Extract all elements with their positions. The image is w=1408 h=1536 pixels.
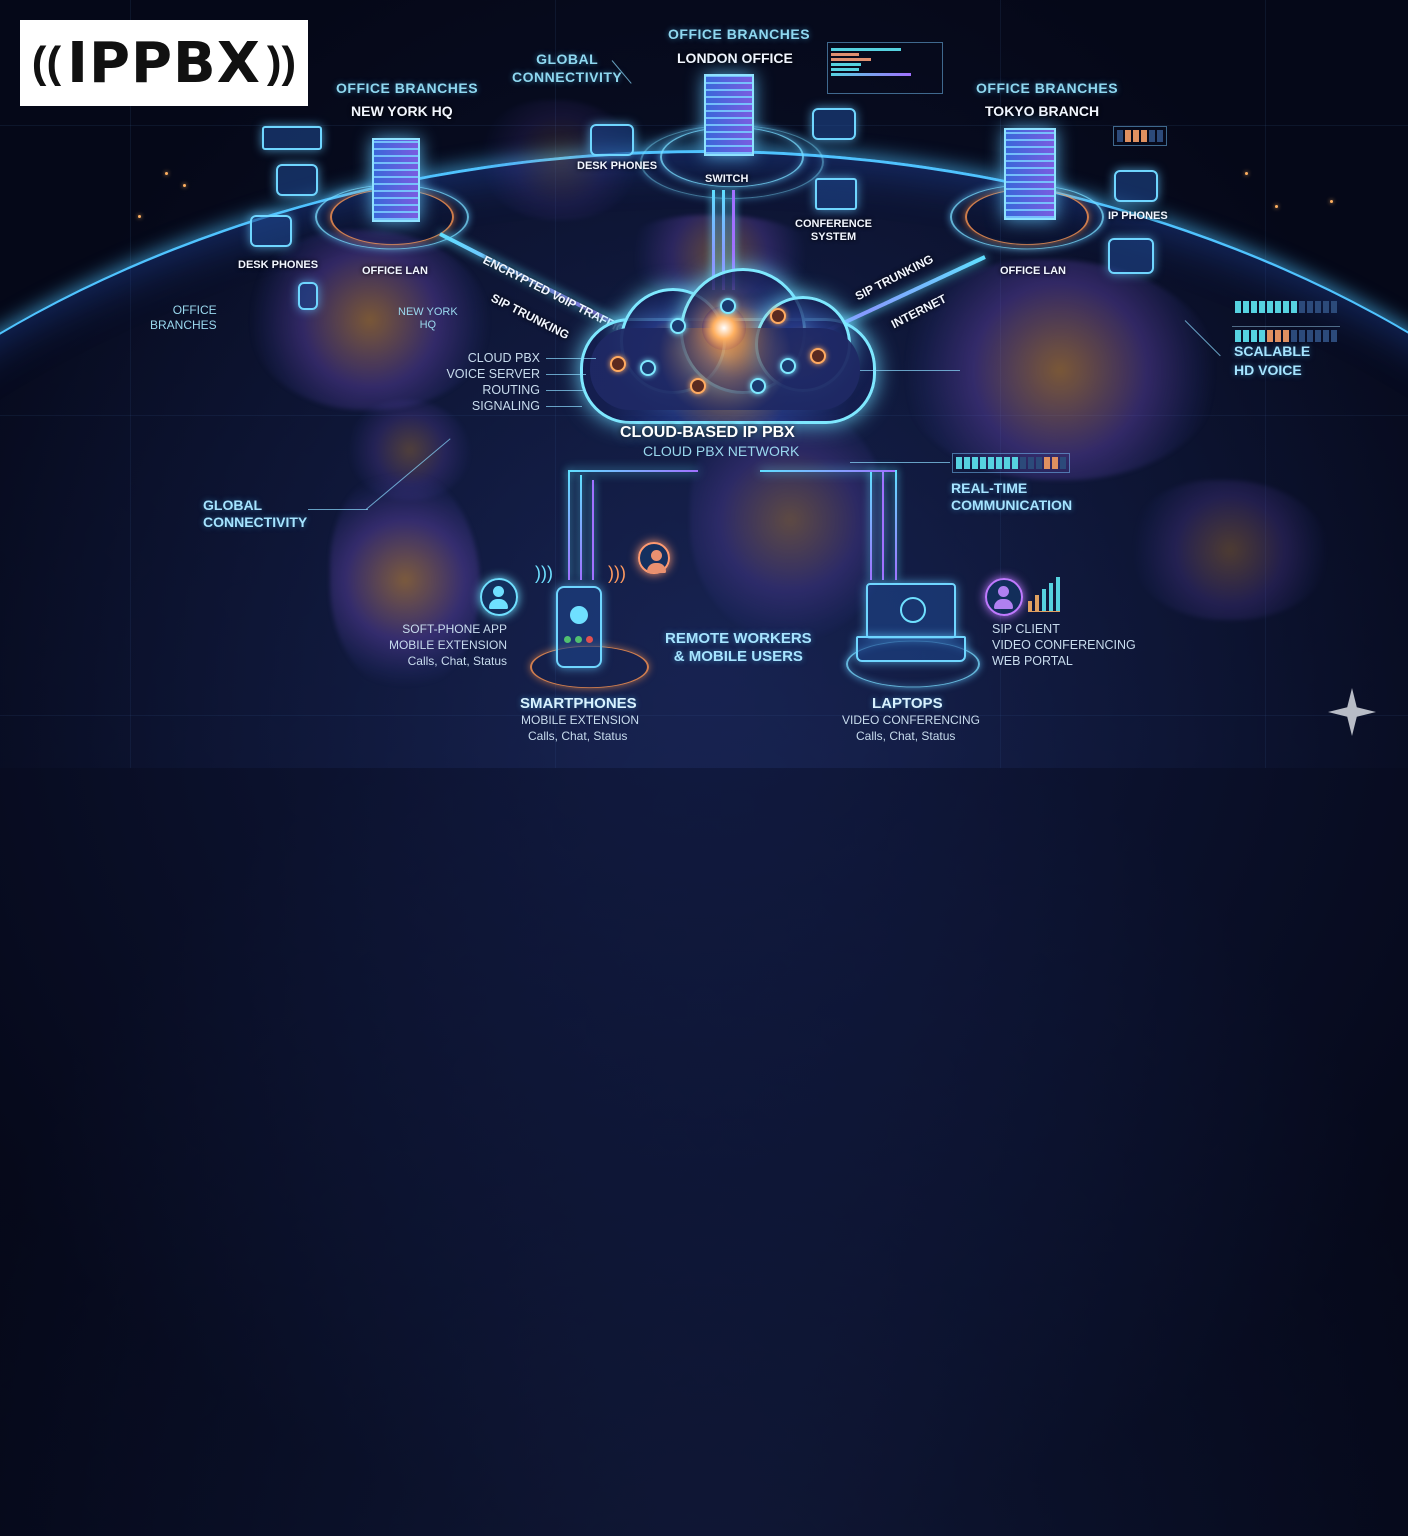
signal-bars-icon [262, 126, 322, 150]
central-america-map [350, 400, 470, 500]
cloud-subtitle: CLOUD PBX NETWORK [643, 443, 800, 459]
laptop-features-list: SIP CLIENT VIDEO CONFERENCING WEB PORTAL [992, 622, 1136, 668]
global-connectivity-label-top: GLOBAL CONNECTIVITY [512, 51, 623, 85]
laptops-title: LAPTOPS [872, 695, 943, 712]
tokyo-office-lan-label: OFFICE LAN [1000, 265, 1066, 277]
laptops-sub1: VIDEO CONFERENCING [842, 713, 981, 727]
hd-voice-meter-icon [1232, 326, 1340, 345]
south-america-map [330, 470, 480, 690]
global-connectivity-label-bottom: GLOBAL CONNECTIVITY [203, 497, 308, 530]
stats-panel [827, 42, 943, 94]
signal-meter-icon [1113, 126, 1167, 146]
smartphone-features-list: SOFT-PHONE APP MOBILE EXTENSION Calls, C… [388, 622, 507, 668]
desk-phone-icon [276, 164, 318, 196]
smartphone-icon [556, 586, 602, 668]
building-icon [704, 74, 754, 156]
cloud-features-list: CLOUD PBX VOICE SERVER ROUTING SIGNALING [446, 351, 540, 413]
greenland-map [480, 100, 640, 220]
laptop-icon [866, 583, 956, 639]
conference-screen-icon [815, 178, 857, 210]
london-header: OFFICE BRANCHES [668, 26, 811, 42]
hd-voice-label: HD VOICE [1234, 362, 1302, 378]
logo-text: IPPBX [67, 30, 261, 96]
laptops-sub2: Calls, Chat, Status [856, 729, 956, 743]
tablet-icon [298, 282, 318, 310]
ny-desk-phones-label: DESK PHONES [238, 259, 319, 271]
realtime-meter-icon [952, 453, 1070, 473]
desk-phone-icon [590, 124, 634, 156]
smartphones-title: SMARTPHONES [520, 695, 637, 712]
ny-map-label: NEW YORK HQ [398, 306, 458, 331]
cloud-pbx-icon [580, 268, 876, 424]
smartphones-sub2: Calls, Chat, Status [528, 729, 628, 743]
cloud-title: CLOUD-BASED IP PBX [620, 424, 795, 441]
office-branches-side-label: OFFICE BRANCHES [150, 303, 217, 332]
london-cloud-link [722, 190, 725, 290]
scalable-label: SCALABLE [1234, 343, 1311, 359]
ny-office-lan-label: OFFICE LAN [362, 265, 428, 277]
ippbx-logo: (( IPPBX )) [20, 20, 308, 106]
ny-title: NEW YORK HQ [351, 103, 453, 119]
london-conference-label: CONFERENCE SYSTEM [795, 218, 873, 243]
user-avatar-icon [480, 578, 518, 616]
building-icon [1004, 128, 1056, 220]
ny-header: OFFICE BRANCHES [336, 80, 479, 96]
remote-workers-label: REMOTE WORKERS & MOBILE USERS [665, 630, 812, 665]
laptop-icon [1108, 238, 1154, 274]
user-avatar-icon [985, 578, 1023, 616]
london-desk-phones-label: DESK PHONES [577, 160, 658, 172]
australia-map [1130, 480, 1330, 620]
wifi-signal-icon: ))) [535, 563, 553, 583]
wifi-signal-icon: ))) [608, 563, 626, 583]
smartphones-sub1: MOBILE EXTENSION [521, 713, 640, 727]
laptop-keyboard [856, 636, 966, 662]
london-switch-label: SWITCH [705, 173, 749, 185]
desk-phone-icon [250, 215, 292, 247]
building-icon [372, 138, 420, 222]
tokyo-title: TOKYO BRANCH [985, 103, 1100, 119]
scalable-meter-icon [1232, 298, 1340, 316]
ip-phone-icon [1114, 170, 1158, 202]
signal-wave-left-icon: (( [31, 38, 62, 87]
london-cloud-link [732, 190, 735, 290]
laptop-icon [812, 108, 856, 140]
realtime-communication-label: REAL-TIME COMMUNICATION [951, 480, 1073, 513]
signal-bars-icon [1028, 575, 1060, 612]
north-america-map [250, 230, 490, 410]
africa-map [690, 400, 890, 640]
london-cloud-link [712, 190, 715, 290]
tokyo-header: OFFICE BRANCHES [976, 80, 1119, 96]
london-title: LONDON OFFICE [677, 50, 793, 66]
signal-wave-right-icon: )) [266, 38, 297, 87]
tokyo-ip-phones-label: IP PHONES [1108, 210, 1168, 222]
user-avatar-icon [638, 542, 670, 574]
